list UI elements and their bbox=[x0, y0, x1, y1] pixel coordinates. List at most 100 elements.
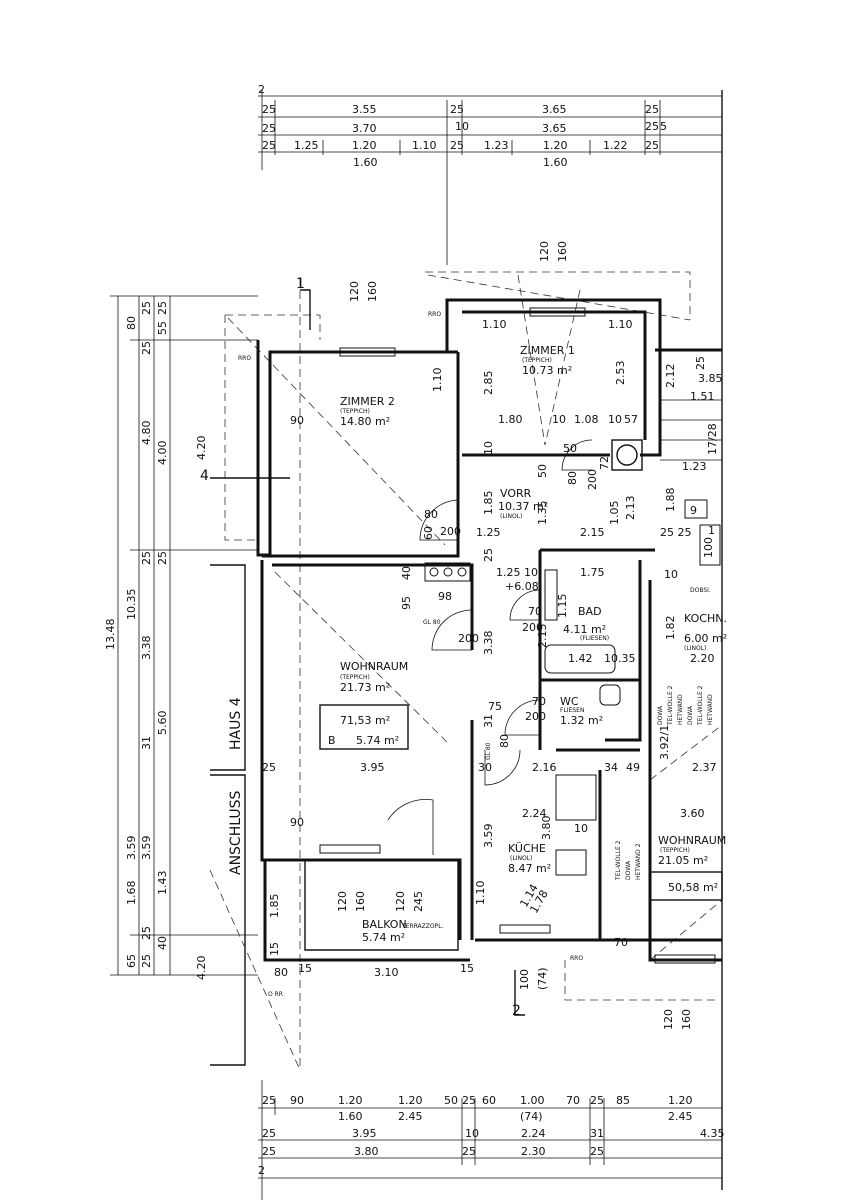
wall-note-2: TEL-WOLLE 2 bbox=[667, 685, 674, 726]
top-dim-1d: 3.65 bbox=[542, 103, 567, 116]
room-wohnraum2-floor: (TEPPICH) bbox=[660, 847, 690, 854]
inner-dim-72: 80 bbox=[274, 966, 288, 979]
top-dim-3a: 25 bbox=[262, 139, 276, 152]
inner-dim-25: 200 bbox=[440, 525, 461, 538]
doors bbox=[387, 439, 593, 855]
inner-dim-20: 80 bbox=[566, 471, 579, 485]
top-dim-1e: 25 bbox=[645, 103, 659, 116]
wall-note-1: DOWA bbox=[657, 705, 664, 725]
room-wohnraum2-name: WOHNRAUM bbox=[658, 834, 726, 847]
inner-dim-83: 1.51 bbox=[690, 390, 715, 403]
bot-dim-1o: (74) bbox=[520, 1110, 543, 1123]
inner-dim-2: 1.10 bbox=[608, 318, 633, 331]
room-zimmer2-area: 14.80 m² bbox=[340, 415, 390, 428]
sink-icon bbox=[555, 774, 597, 821]
bot-dim-3b: 3.80 bbox=[354, 1145, 379, 1158]
inner-dim-50: 30 bbox=[478, 761, 492, 774]
inner-dim-76: 100 bbox=[518, 969, 531, 990]
bot-dim-1p: 2.45 bbox=[668, 1110, 693, 1123]
box-1-label: 1 bbox=[708, 524, 715, 537]
inner-dim-62: 10 bbox=[574, 822, 588, 835]
top-dim-1c: 25 bbox=[450, 103, 464, 116]
inner-dim-14: 10 bbox=[608, 413, 622, 426]
inner-dim-44: 10.35 bbox=[604, 652, 636, 665]
wall-note-5: TEL-WOLLE 2 bbox=[697, 685, 704, 726]
inner-dim-85: 1.23 bbox=[682, 460, 707, 473]
top-dim-2a: 25 bbox=[262, 122, 276, 135]
room-balkon-area: 5.74 m² bbox=[362, 931, 405, 944]
inner-dim-36: 98 bbox=[438, 590, 452, 603]
inner-dim-26: 1.25 bbox=[476, 526, 501, 539]
inner-dim-35: 95 bbox=[400, 596, 413, 610]
inner-dim-28: 25 bbox=[482, 548, 495, 562]
bot-dim-1k: 85 bbox=[616, 1094, 630, 1107]
inner-dim-9: 1.10 bbox=[431, 368, 444, 393]
left-dimension-chain: 13.48 10.35 80 4.80 3.38 5.60 3.59 1.68 … bbox=[104, 295, 258, 980]
top-dim-3i: 25 bbox=[645, 139, 659, 152]
top-dim-1a: 25 bbox=[262, 103, 276, 116]
left-dim-r: 31 bbox=[140, 736, 153, 750]
room-zimmer2-name: ZIMMER 2 bbox=[340, 395, 395, 408]
inner-dim-56: 2.37 bbox=[692, 761, 717, 774]
bot-dim-1n: 2.45 bbox=[398, 1110, 423, 1123]
inner-dim-74: 3.10 bbox=[374, 966, 399, 979]
neighbor-building: HAUS 4 ANSCHLUSS bbox=[210, 564, 246, 1066]
section-2-label: 2 bbox=[512, 1003, 521, 1019]
inner-dim-47: 200 bbox=[525, 710, 546, 723]
inner-dim-8: 2.53 bbox=[614, 361, 627, 386]
inner-dim-88: 1.05 bbox=[608, 501, 621, 526]
toilet-icon bbox=[599, 684, 621, 706]
inner-dim-15: 57 bbox=[624, 413, 638, 426]
inner-dim-41: 1.15 bbox=[556, 594, 569, 619]
section-markers: 1 2 4 bbox=[200, 276, 525, 1019]
room-kueche-floor: (LINOL) bbox=[510, 855, 532, 862]
inner-dim-29: 60 bbox=[422, 526, 435, 540]
wall-note-8: TEL-WOLLE 2 bbox=[615, 840, 622, 881]
inner-dim-16: 10 bbox=[482, 441, 495, 455]
top-dimension-chain: 2 25 3.55 25 3.65 25 25 3.70 10 3.65 25 … bbox=[258, 83, 722, 265]
anschluss-label: ANSCHLUSS bbox=[228, 791, 244, 875]
left-dim-i: 65 bbox=[125, 954, 138, 968]
top-dim-3h: 1.22 bbox=[603, 139, 628, 152]
bot-dim-1a: 25 bbox=[262, 1094, 276, 1107]
rro-label-1: RRO bbox=[238, 355, 251, 362]
inner-dim-58: 3.60 bbox=[680, 807, 705, 820]
inner-dim-52: 25 bbox=[262, 761, 276, 774]
left-dim-o: 4.20 bbox=[195, 436, 208, 461]
inner-dim-61: 3.80 bbox=[540, 816, 553, 841]
room-wc-floor: FLIESEN bbox=[560, 707, 584, 714]
bot-dim-1m: 1.60 bbox=[338, 1110, 363, 1123]
left-dim-q: 25 bbox=[140, 551, 153, 565]
inner-dim-40: 200 bbox=[522, 621, 543, 634]
inner-dim-51: 3.95 bbox=[360, 761, 385, 774]
left-dim-a: 13.48 bbox=[104, 619, 117, 651]
left-dim-v: 40 bbox=[156, 936, 169, 950]
left-dim-h: 1.68 bbox=[125, 881, 138, 906]
inner-dim-77: (74) bbox=[536, 967, 549, 990]
bot-dim-1c: 1.20 bbox=[338, 1094, 363, 1107]
inner-dim-87: 2.13 bbox=[624, 496, 637, 521]
bot-dim-2b: 3.95 bbox=[352, 1127, 377, 1140]
left-dim-m: 55 bbox=[156, 321, 169, 335]
inner-dim-39: 70 bbox=[528, 605, 542, 618]
inner-dim-33: +6.08 bbox=[505, 580, 539, 593]
inner-dim-69: 245 bbox=[412, 891, 425, 912]
inner-dim-49: 80 bbox=[498, 734, 511, 748]
room-wohnraum2-area: 21.05 m² bbox=[658, 854, 708, 867]
room-bad-area: 4.11 m² bbox=[563, 623, 606, 636]
top-dim-3c: 1.20 bbox=[352, 139, 377, 152]
bot-dim-1g: 60 bbox=[482, 1094, 496, 1107]
top-dim-0: 2 bbox=[258, 83, 265, 96]
inner-dim-54: 34 bbox=[604, 761, 618, 774]
bot-dim-2e: 31 bbox=[590, 1127, 604, 1140]
inner-dim-24: 80 bbox=[424, 508, 438, 521]
left-dim-w: 25 bbox=[140, 926, 153, 940]
top-dim-2c: 10 bbox=[455, 120, 469, 133]
fixtures bbox=[424, 399, 722, 876]
inner-dim-59: 90 bbox=[290, 816, 304, 829]
bot-dim-1j: 25 bbox=[590, 1094, 604, 1107]
inner-dim-82: 2.12 bbox=[664, 364, 677, 389]
inner-dim-37: 200 bbox=[458, 632, 479, 645]
room-balkon-name: BALKON bbox=[362, 918, 407, 931]
inner-dim-70: 1.85 bbox=[268, 894, 281, 919]
